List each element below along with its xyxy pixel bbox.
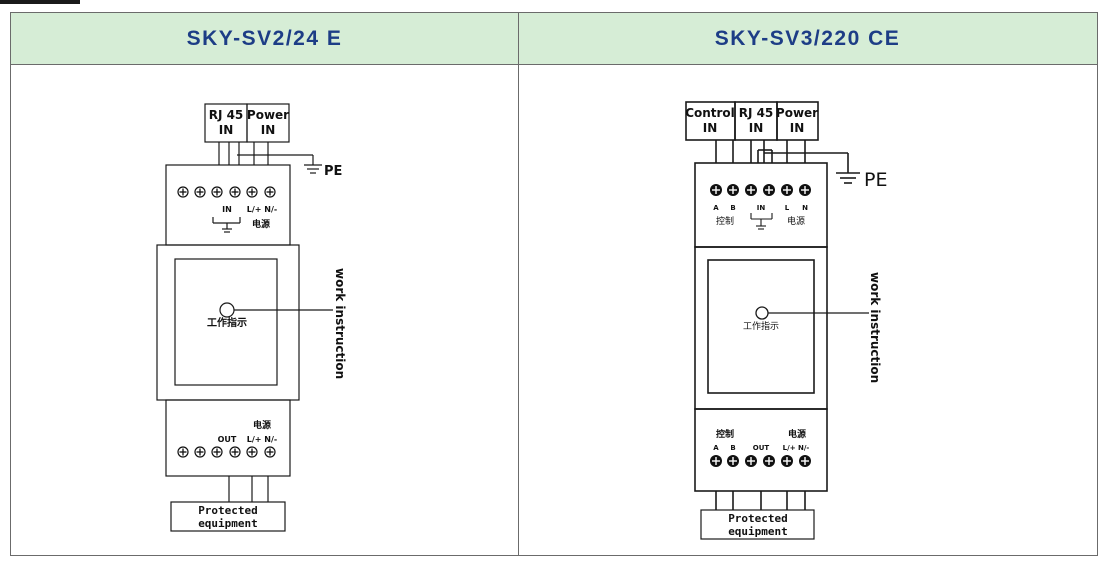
rj45-label: RJ 45 (209, 108, 244, 122)
terminal-screws-top-left (177, 186, 276, 198)
indicator-lamp-right (755, 306, 769, 320)
power-cn-label-right: 电源 (787, 215, 805, 227)
equipment-label-right: equipment (728, 525, 788, 538)
protected-equipment-box (170, 501, 286, 532)
power-label: Power (247, 108, 289, 122)
control-cn-label: 控制 (716, 215, 734, 227)
protected-label: Protected (198, 504, 258, 517)
power-in-label: IN (261, 123, 276, 137)
terminal-l: L (785, 204, 790, 212)
model-title-left: SKY-SV2/24 E (186, 26, 343, 50)
bottom-control-cn: 控制 (716, 428, 734, 440)
protected-equipment-box-right (700, 509, 815, 540)
power-in-label-right: IN (790, 121, 805, 135)
terminal-b: B (730, 204, 735, 212)
out-polarity-label: L/+ N/- (247, 435, 277, 444)
polarity-label: L/+ N/- (247, 205, 277, 214)
power-in-box-right (776, 101, 819, 141)
rj45-in-label: IN (219, 123, 234, 137)
top-marker (0, 0, 80, 4)
indicator-label-right: 工作指示 (743, 320, 779, 332)
bottom-terminal-a: A (713, 444, 719, 452)
indicator-lamp (219, 302, 235, 318)
device-bottom-section (165, 399, 291, 477)
equipment-label: equipment (198, 517, 258, 530)
model-title-right: SKY-SV3/220 CE (714, 26, 901, 50)
spec-table: SKY-SV2/24 E SKY-SV3/220 CE (10, 12, 1098, 556)
terminal-a: A (713, 204, 719, 212)
diagram-left (156, 103, 333, 532)
out-label-right: OUT (753, 444, 770, 452)
out-power-cn-label: 电源 (253, 419, 271, 431)
diagram-right (685, 101, 869, 540)
bottom-terminal-b: B (730, 444, 735, 452)
in-label: IN (222, 205, 232, 214)
rj45-label-right: RJ 45 (739, 106, 774, 120)
control-label: Control (685, 106, 735, 120)
pe-label: PE (324, 164, 342, 179)
indicator-window (174, 258, 278, 386)
control-in-label: IN (703, 121, 718, 135)
power-cn-label: 电源 (252, 218, 270, 230)
terminal-screws-bottom-right (709, 454, 812, 468)
power-label-right: Power (776, 106, 818, 120)
header-sky-sv2-24e: SKY-SV2/24 E (11, 13, 518, 65)
in-label-right: IN (757, 204, 766, 212)
out-label: OUT (218, 435, 237, 444)
rj45-in-label-right: IN (749, 121, 764, 135)
terminal-screws-bottom-left (177, 446, 276, 458)
indicator-label: 工作指示 (207, 316, 247, 329)
work-instruction-label-right: work instruction (868, 272, 882, 383)
pe-label-right: PE (864, 169, 887, 191)
indicator-window-right (707, 259, 815, 394)
terminal-n: N (802, 204, 808, 212)
out-polarity-right: L/+ N/- (783, 444, 810, 452)
work-instruction-label: work instruction (333, 268, 347, 379)
bottom-power-cn: 电源 (788, 428, 806, 440)
column-divider (518, 13, 519, 555)
protected-label-right: Protected (728, 512, 788, 525)
header-sky-sv3-220ce: SKY-SV3/220 CE (518, 13, 1097, 65)
terminal-screws-top-right (709, 183, 812, 197)
